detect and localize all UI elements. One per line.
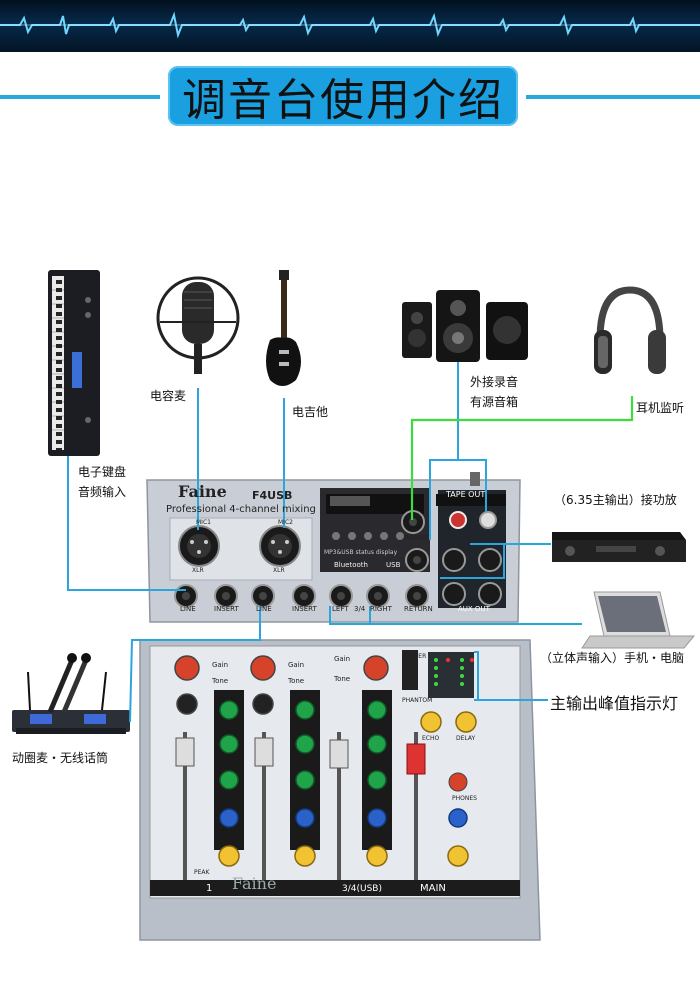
- keyboard-label: 电子键盘 音频输入: [78, 462, 126, 502]
- tone-label-1: Tone: [212, 677, 229, 685]
- waveform-decoration: [0, 11, 700, 39]
- title-line-left: [0, 95, 160, 99]
- gain-label-3: Gain: [334, 655, 351, 663]
- speakers-device: [402, 290, 528, 362]
- mic2-label: MIC2: [278, 519, 293, 526]
- keyboard-label-line1: 电子键盘: [78, 465, 127, 479]
- speakers-label-line2: 有源音箱: [470, 395, 519, 409]
- main-label: MAIN: [420, 883, 446, 894]
- mixer-main-panel: [139, 639, 541, 941]
- xlr-mic2-jack: [259, 525, 301, 567]
- usb-label: USB: [386, 561, 401, 569]
- keyboard-label-line2: 音频输入: [78, 485, 127, 499]
- electric-guitar-label: 电吉他: [292, 405, 329, 419]
- green-headphone-cable: [410, 396, 634, 520]
- phones-label: PHONES: [452, 795, 477, 802]
- xlr-label-1: XLR: [192, 567, 204, 574]
- insert-label-1: INSERT: [214, 605, 239, 613]
- condenser-mic-device: [156, 276, 240, 374]
- ch34-top-label: 3/4: [354, 605, 366, 613]
- line-label-1: LINE: [180, 605, 196, 613]
- amplifier-device: [552, 532, 686, 562]
- speakers-label-line1: 外接录音: [470, 375, 519, 389]
- condenser-mic-label: 电容麦: [150, 389, 187, 403]
- peak-led-meter: [428, 652, 474, 698]
- amplifier-label: （6.35主输出）接功放: [554, 493, 677, 507]
- title-line-right: [526, 95, 700, 99]
- aux-out-label: AUX OUT: [458, 605, 490, 613]
- tone-label-2: Tone: [288, 677, 305, 685]
- mixer-brand-bottom: Faine: [232, 874, 277, 893]
- left-label: LEFT: [332, 605, 349, 613]
- gain-label-1: Gain: [212, 661, 229, 669]
- keyboard-device: [48, 270, 100, 456]
- electric-guitar-device: [266, 270, 301, 386]
- peak-indicator-label: 主输出峰值指示灯: [550, 694, 679, 713]
- ch1-label: 1: [206, 883, 213, 894]
- mixer-brand: Faine: [178, 482, 227, 501]
- ch34-bottom-label: 3/4(USB): [342, 884, 382, 894]
- peak-label: PEAK: [194, 869, 210, 876]
- page-title: 调音台使用介绍: [168, 66, 518, 126]
- phone-label: PHONE: [404, 534, 429, 542]
- top-banner: [0, 0, 700, 52]
- display-note: MP3&USB status display: [324, 549, 398, 556]
- power-label: POWER: [404, 653, 427, 660]
- insert-label-2: INSERT: [292, 605, 317, 613]
- title-section: 调音台使用介绍: [0, 62, 700, 132]
- echo-label: ECHO: [422, 735, 440, 742]
- wireless-mic-device: [12, 653, 130, 734]
- mic1-label: MIC1: [196, 519, 211, 526]
- headphones-device: [594, 286, 666, 374]
- mixer-top-panel: [146, 472, 521, 623]
- right-label: RIGHT: [370, 605, 392, 613]
- delay-label: DELAY: [456, 735, 476, 742]
- laptop-label: （立体声输入）手机・电脑: [540, 651, 685, 665]
- blue-cables: [67, 362, 582, 723]
- xlr-label-2: XLR: [273, 567, 285, 574]
- mixer-model: F4USB: [252, 489, 293, 502]
- headphones-label: 耳机监听: [636, 401, 685, 415]
- speakers-label: 外接录音 有源音箱: [470, 372, 518, 412]
- laptop-device: [581, 591, 696, 649]
- mixer-subtitle: Professional 4-channel mixing: [166, 504, 316, 515]
- line-label-2: LINE: [256, 605, 272, 613]
- gain-label-2: Gain: [288, 661, 305, 669]
- phantom-label: PHANTOM: [402, 697, 433, 704]
- wireless-mic-label: 动圈麦・无线话筒: [12, 751, 109, 765]
- bluetooth-label: Bluetooth: [334, 561, 368, 569]
- xlr-mic1-jack: [178, 525, 220, 567]
- return-label: RETURN: [404, 605, 433, 613]
- tape-out-label: TAPE OUT: [446, 490, 486, 499]
- tone-label-3: Tone: [334, 675, 351, 683]
